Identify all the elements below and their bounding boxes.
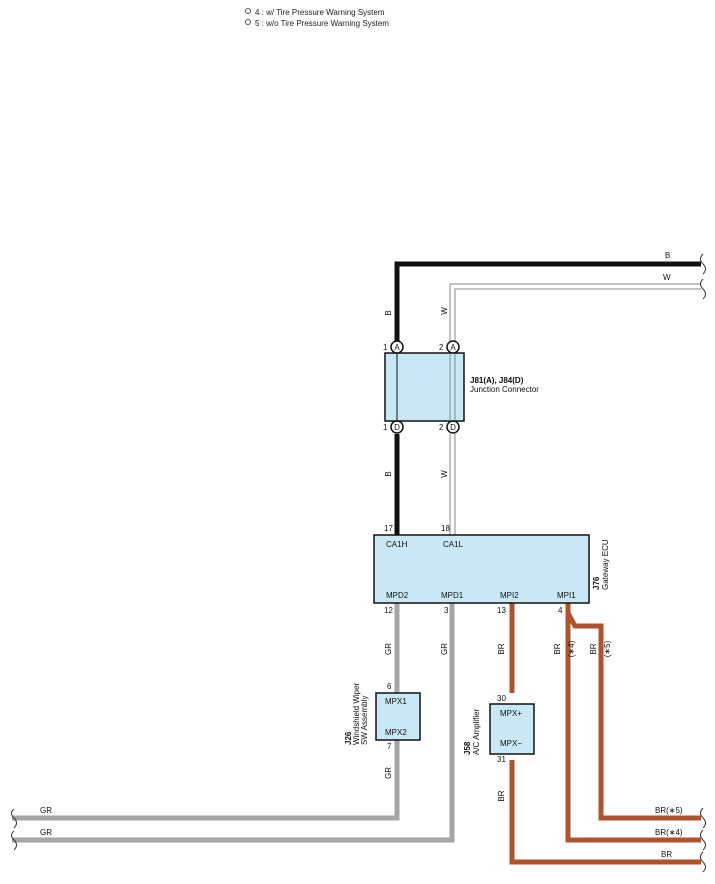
conn-a-letter-1: A — [394, 343, 400, 352]
junction-pin-a2: 2 — [439, 343, 444, 352]
gateway-pin-num-3: 3 — [444, 606, 449, 615]
junction-pin-d1: 1 — [383, 423, 388, 432]
wiper-pin-mpx1: MPX1 — [385, 697, 407, 706]
break-marks-right — [700, 253, 706, 873]
gateway-pin-mpd1: MPD1 — [441, 591, 464, 600]
wire-label-br-3: BR — [553, 643, 562, 654]
gateway-pin-ca1l: CA1L — [443, 540, 464, 549]
gateway-pin-num-4: 4 — [558, 606, 563, 615]
wire-label-gr-left-2: GR — [40, 828, 52, 837]
gateway-pin-mpi2: MPI2 — [500, 591, 519, 600]
junction-body — [384, 352, 465, 422]
gateway-pin-mpi1: MPI1 — [557, 591, 576, 600]
wire-label-gr-left-1: GR — [40, 806, 52, 815]
wiper-name-2: SW Assembly — [360, 696, 369, 745]
wiper-pin-mpx2: MPX2 — [385, 728, 407, 737]
wire-w — [449, 283, 701, 535]
note-tpws-with: 4 : w/ Tire Pressure Warning System — [245, 8, 385, 18]
wire-label-w-upper: W — [440, 307, 449, 315]
conn-d-letter-2: D — [450, 423, 456, 432]
wire-label-br-right: BR — [661, 850, 672, 859]
wire-br — [509, 603, 701, 865]
wiper-pin-num-6: 6 — [387, 682, 392, 691]
amp-pin-mpx-minus: MPX− — [500, 739, 522, 748]
gateway-code: J76 — [592, 576, 601, 590]
wiper-pin-num-7: 7 — [387, 742, 392, 751]
gateway-pin-num-17: 17 — [384, 524, 393, 533]
junction-pin-d2: 2 — [439, 423, 444, 432]
break-marks-left — [11, 808, 17, 851]
note-text: 4 : w/ Tire Pressure Warning System — [255, 8, 385, 17]
junction-code: J81(A), J84(D) — [470, 376, 524, 385]
wire-b — [394, 261, 701, 535]
wire-label-gr-3: GR — [384, 767, 393, 779]
wire-label-br-1: BR — [497, 643, 506, 654]
note-star-icon — [245, 19, 251, 25]
amp-pin-num-31: 31 — [497, 755, 506, 764]
wiper-body — [375, 692, 421, 741]
ac-amplifier: 30 31 MPX+ MPX− J58 A/C Amplifier — [463, 694, 535, 764]
connector-d-pin1-icon — [390, 420, 404, 434]
junction-connector: A A D D 1 2 1 2 J81(A), J84(D) Junction … — [383, 340, 539, 434]
note-text: 5 : w/o Tire Pressure Warning System — [255, 19, 389, 28]
amp-pin-mpx-plus: MPX+ — [500, 709, 522, 718]
conn-d-letter-1: D — [394, 423, 400, 432]
wire-label-b-top: B — [665, 251, 670, 260]
gateway-pin-num-18: 18 — [441, 524, 450, 533]
wiper-switch: 6 7 MPX1 MPX2 J26 Windshield Wiper SW As… — [344, 682, 421, 751]
gateway-pin-num-12: 12 — [384, 606, 393, 615]
wire-label-star5: (∗5) — [603, 640, 612, 657]
gateway-name: Gateway ECU — [601, 539, 610, 590]
wire-label-gr-2: GR — [440, 643, 449, 655]
connector-a-pin1-icon — [390, 340, 404, 354]
wire-label-gr-1: GR — [384, 643, 393, 655]
wire-label-b-lower: B — [384, 471, 393, 476]
wire-label-br-4: BR — [589, 643, 598, 654]
amp-pin-num-30: 30 — [497, 694, 506, 703]
wire-gr — [12, 603, 455, 843]
wiper-code: J26 — [344, 731, 353, 745]
wiper-name-1: Windshield Wiper — [352, 682, 361, 745]
amplifier-body — [489, 703, 535, 755]
wire-label-b-upper: B — [384, 310, 393, 315]
wire-label-w-top: W — [663, 273, 671, 282]
gateway-pin-num-13: 13 — [497, 606, 506, 615]
gateway-body — [373, 534, 590, 604]
wire-label-br4-right: BR(∗4) — [655, 828, 683, 837]
wire-label-star4: (∗4) — [567, 640, 576, 657]
amplifier-name: A/C Amplifier — [472, 708, 481, 755]
wire-label-br5-right: BR(∗5) — [655, 806, 683, 815]
junction-name: Junction Connector — [470, 385, 539, 394]
connector-d-pin2-icon — [446, 420, 460, 434]
note-star-icon — [245, 8, 251, 14]
wire-label-w-lower: W — [440, 470, 449, 478]
gateway-pin-ca1h: CA1H — [386, 540, 408, 549]
conn-a-letter-2: A — [450, 343, 456, 352]
note-tpws-without: 5 : w/o Tire Pressure Warning System — [245, 19, 389, 29]
wire-label-br-2: BR — [497, 790, 506, 801]
gateway-ecu: 17 18 CA1H CA1L MPD2 MPD1 MPI2 MPI1 12 3… — [373, 524, 610, 615]
amplifier-code: J58 — [463, 741, 472, 755]
gateway-pin-mpd2: MPD2 — [386, 591, 409, 600]
junction-pin-a1: 1 — [383, 343, 388, 352]
connector-a-pin2-icon — [446, 340, 460, 354]
